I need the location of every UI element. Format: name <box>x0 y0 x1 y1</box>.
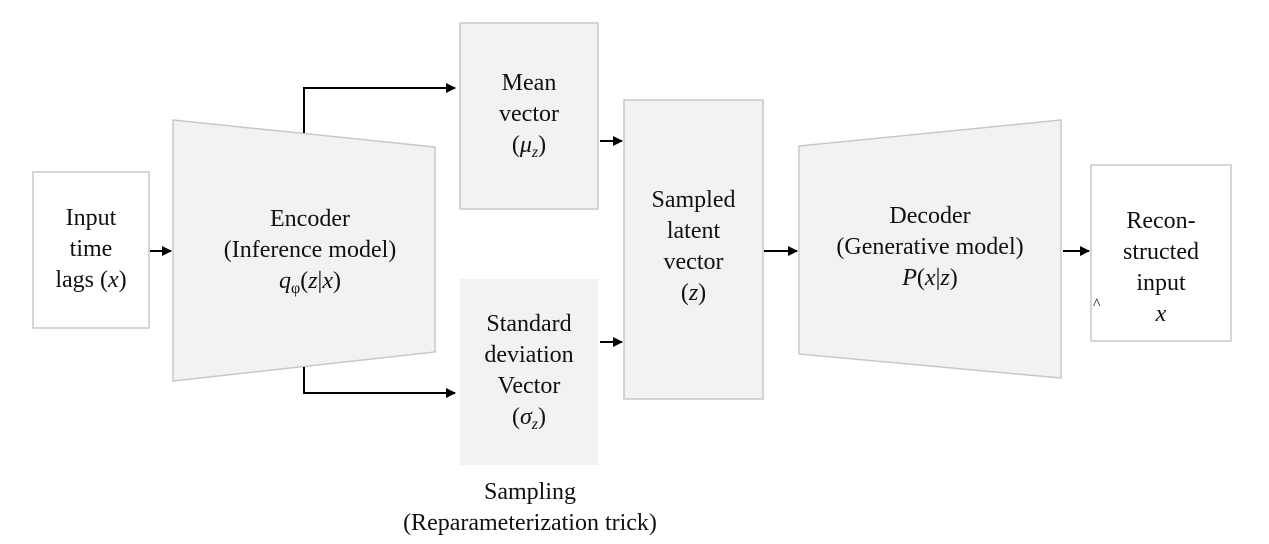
encoder-block <box>172 119 436 382</box>
input-line3: lags (x) <box>55 267 127 293</box>
sampling-line2: (Reparameterization trick) <box>403 510 657 536</box>
std-line3: Vector <box>497 373 561 399</box>
std-box <box>460 279 598 465</box>
latent-box <box>623 99 764 400</box>
encoder-formula: qφ(z|x) <box>278 268 342 297</box>
std-line1: Standard <box>486 311 572 337</box>
output-label: Recon- structed input x <box>1091 206 1231 330</box>
latent-line2: latent <box>666 218 721 244</box>
mean-line1: Mean <box>501 70 557 96</box>
output-line2: structed <box>1123 239 1199 265</box>
latent-label: Sampled latent vector (z) <box>624 185 763 309</box>
arrow-encoder-to-std <box>303 367 456 398</box>
decoder-formula: P(x|z) <box>902 265 958 291</box>
mean-label: Mean vector (μz) <box>460 68 598 161</box>
input-line1: Input <box>65 205 117 231</box>
input-label: Input time lags (x) <box>33 203 149 296</box>
output-line1: Recon- <box>1126 208 1196 234</box>
sampling-line1: Sampling <box>483 479 576 505</box>
decoder-block <box>798 119 1062 379</box>
sampling-caption: Sampling (Reparameterization trick) <box>380 477 680 539</box>
encoder-line2: (Inference model) <box>223 237 397 263</box>
mean-symbol: (μz) <box>511 132 547 161</box>
std-symbol: (σz) <box>511 404 547 433</box>
latent-var: (z) <box>680 280 707 306</box>
decoder-line2: (Generative model) <box>836 234 1024 260</box>
latent-line1: Sampled <box>651 187 736 213</box>
decoder-line1: Decoder <box>889 203 971 229</box>
arrow-encoder-to-mean <box>303 83 456 133</box>
std-line2: deviation <box>484 342 574 368</box>
input-line2: time <box>69 236 113 262</box>
input-box <box>32 171 150 329</box>
encoder-label: Encoder (Inference model) qφ(z|x) <box>190 204 430 297</box>
std-label: Standard deviation Vector (σz) <box>460 309 598 433</box>
encoder-line1: Encoder <box>270 206 350 232</box>
decoder-label: Decoder (Generative model) P(x|z) <box>805 201 1055 294</box>
mean-box <box>459 22 599 210</box>
latent-line3: vector <box>663 249 724 275</box>
mean-line2: vector <box>499 101 559 127</box>
output-line3: input x <box>1091 268 1231 330</box>
